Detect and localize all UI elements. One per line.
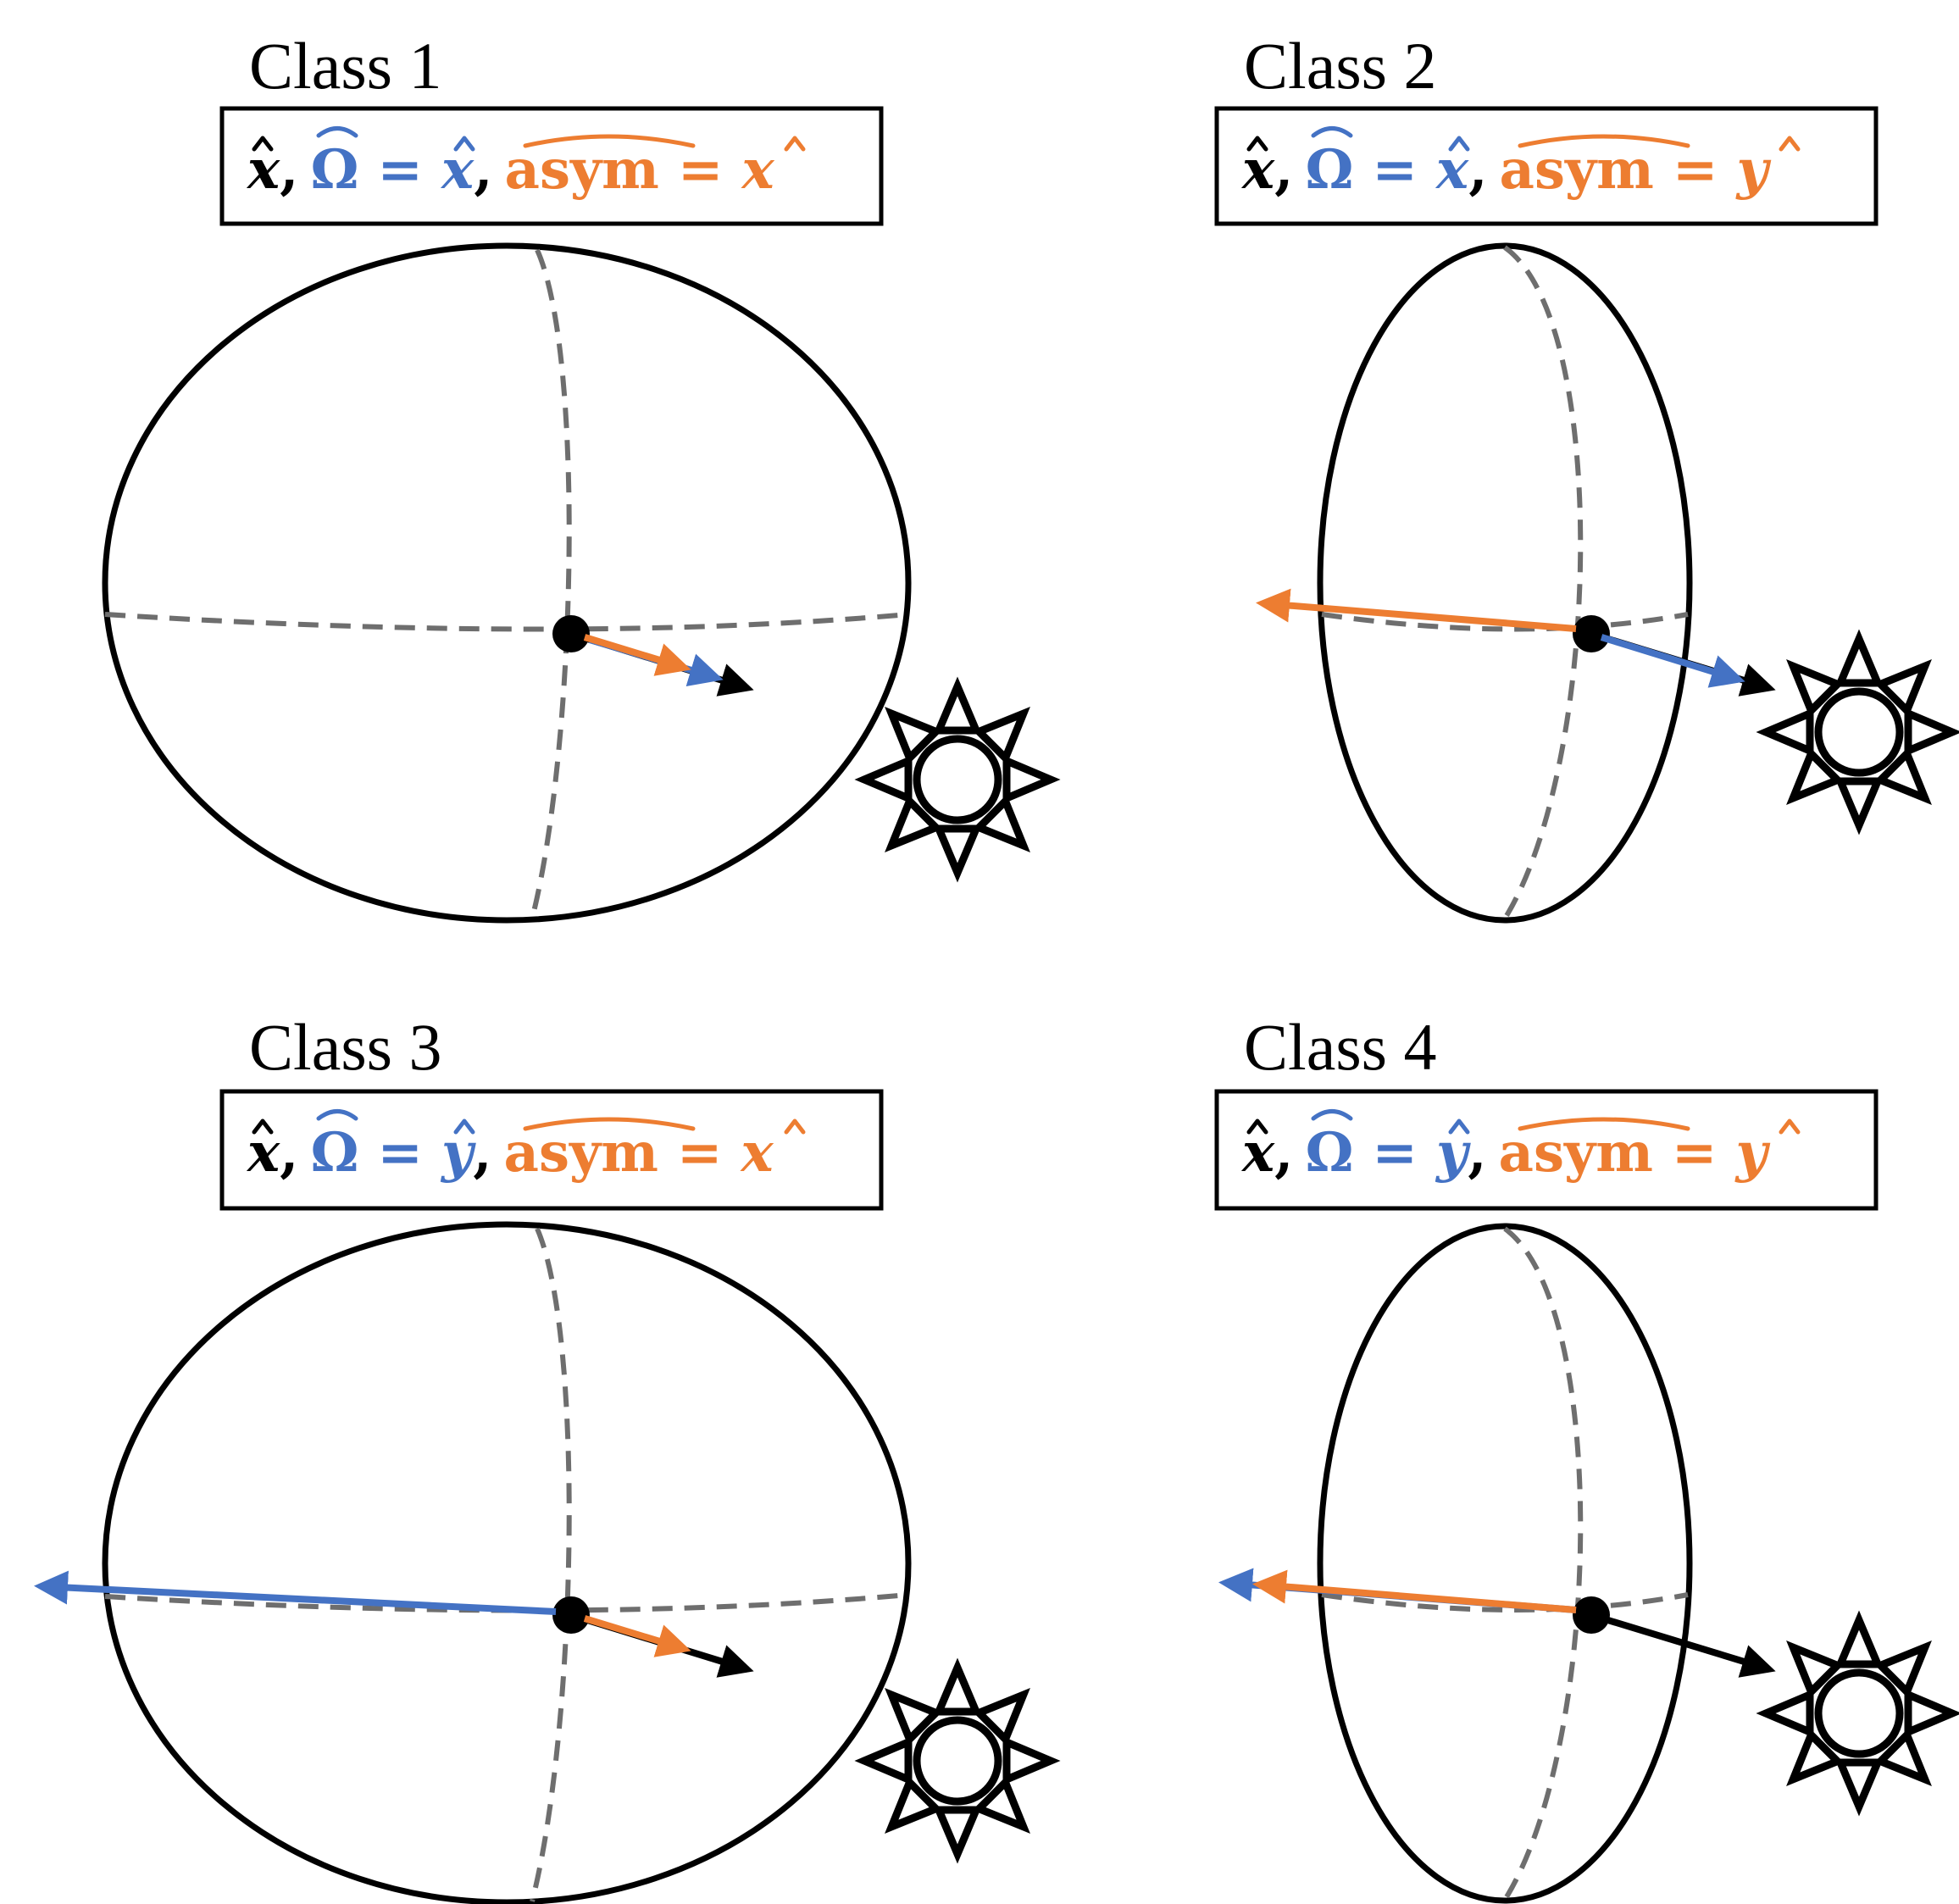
hat-mark <box>453 1119 475 1135</box>
sun-icon <box>1756 629 1959 835</box>
hat-mark <box>453 136 475 152</box>
hat-mark <box>1518 134 1690 148</box>
asym-value: x <box>741 138 775 202</box>
hat-mark <box>1779 1119 1801 1135</box>
hat-mark <box>1448 1119 1470 1135</box>
hat-mark <box>1448 136 1470 152</box>
panel-title: Class 2 <box>1244 29 1437 103</box>
panel-class-3: Class 3 x,Ω=y,asym=x <box>34 1010 1061 1904</box>
asym-symbol: asym <box>504 138 658 202</box>
asym-value: y <box>1735 138 1772 202</box>
x-symbol: x <box>1240 1121 1275 1185</box>
asym-symbol: asym <box>1499 138 1653 202</box>
hat-mark <box>1311 1109 1353 1121</box>
arrow-asym <box>1256 588 1577 632</box>
hat-mark <box>1518 1117 1690 1131</box>
ellipsoid-body <box>102 1221 912 1904</box>
panel-title: Class 1 <box>249 29 442 103</box>
hat-mark <box>784 1119 806 1135</box>
equation-text: x,Ω=y,asym=y <box>1240 1121 1771 1185</box>
equation-text: x,Ω=x,asym=y <box>1240 138 1772 202</box>
sun-icon <box>854 676 1061 883</box>
ellipsoid-body <box>102 242 912 924</box>
equation-text: x,Ω=y,asym=x <box>246 1121 774 1185</box>
hat-mark <box>252 136 274 152</box>
hat-mark <box>1311 126 1353 138</box>
hat-mark <box>316 1109 358 1121</box>
ellipsoid-body <box>1317 1223 1693 1904</box>
arrow-omega <box>34 1570 557 1615</box>
x-symbol: x <box>246 138 280 202</box>
panel-class-4: Class 4 x,Ω=y,asym=y <box>1214 1010 1959 1904</box>
hat-mark <box>252 1119 274 1135</box>
arrow-omega <box>1600 634 1745 688</box>
omega-symbol: Ω <box>310 138 358 202</box>
sun-icon <box>854 1657 1061 1864</box>
equation-box: x,Ω=y,asym=y <box>1214 1089 1879 1211</box>
hat-mark <box>1246 136 1268 152</box>
panel-title: Class 3 <box>249 1010 442 1084</box>
panel-title: Class 4 <box>1244 1010 1437 1084</box>
asym-value: y <box>1734 1121 1771 1185</box>
equation-text: x,Ω=x,asym=x <box>246 138 775 202</box>
panel-class-2: Class 2 x,Ω=x,asym=y <box>1214 29 1959 924</box>
arrow-asym <box>583 1615 691 1657</box>
hat-mark <box>784 136 806 152</box>
hat-mark <box>523 1117 696 1131</box>
hat-mark <box>523 134 696 148</box>
equation-box: x,Ω=x,asym=y <box>1214 106 1879 226</box>
ellipsoid-body <box>1317 242 1693 924</box>
equation-box: x,Ω=x,asym=x <box>219 106 884 226</box>
panel-class-1: Class 1 x,Ω=x,asym=x <box>102 29 1061 924</box>
asym-symbol: asym <box>1499 1121 1653 1185</box>
asym-value: x <box>740 1121 774 1185</box>
omega-symbol: Ω <box>1305 138 1353 202</box>
hat-mark <box>1246 1119 1268 1135</box>
arrow-x <box>1590 1612 1776 1678</box>
omega-symbol: Ω <box>1305 1121 1353 1185</box>
equation-box: x,Ω=y,asym=x <box>219 1089 884 1211</box>
sun-icon <box>1756 1610 1959 1817</box>
arrow-asym <box>1252 1569 1577 1613</box>
asym-symbol: asym <box>504 1121 658 1185</box>
omega-symbol: Ω <box>310 1121 358 1185</box>
hat-mark <box>1779 136 1801 152</box>
hat-mark <box>316 126 358 138</box>
arrow-asym <box>583 634 691 676</box>
x-symbol: x <box>1240 138 1275 202</box>
x-symbol: x <box>246 1121 280 1185</box>
